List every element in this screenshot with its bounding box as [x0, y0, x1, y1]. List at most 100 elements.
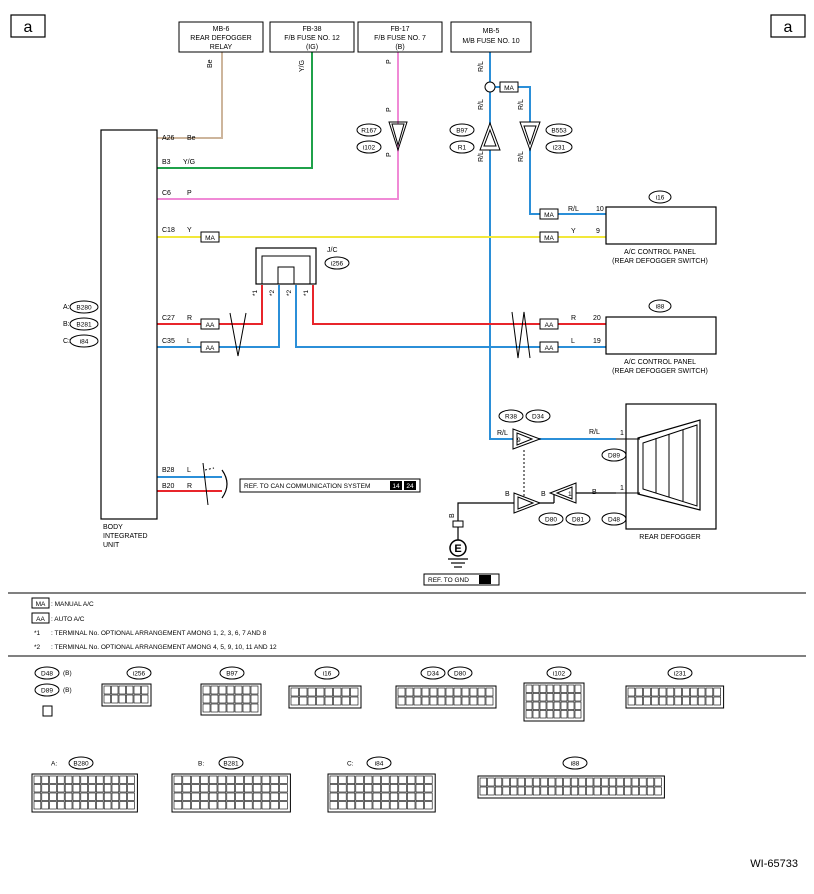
- wire-label-y: Y: [187, 227, 192, 234]
- pin-c18: C18: [162, 227, 175, 234]
- oval-i84-text: i84: [80, 339, 89, 346]
- badge-ma-c18: [200, 231, 220, 243]
- fb38-line2: F/B FUSE NO. 12: [284, 35, 340, 42]
- twist-symbol-right: [511, 311, 531, 359]
- oval-i102-text: i102: [363, 145, 376, 152]
- ref-can-box: [239, 478, 421, 493]
- connector-b97-inner: [483, 128, 497, 147]
- face-grid-b97: [200, 683, 262, 716]
- wire-label-rl-top: R/L: [478, 61, 485, 72]
- body-integrated-unit: [100, 129, 158, 520]
- face-grid-i16: [288, 685, 362, 709]
- pin-c35: C35: [162, 338, 175, 345]
- unit-prefix-b: B:: [63, 321, 70, 328]
- badge-aa-l: [539, 341, 559, 353]
- face-oval-d48: [34, 666, 60, 680]
- pin-9: 9: [596, 228, 600, 235]
- badge-aa-c27: [200, 318, 220, 330]
- face-oval-d89: [34, 683, 60, 697]
- oval-d81: [565, 512, 591, 526]
- pin-b28: B28: [162, 467, 175, 474]
- unit-prefix-a: A:: [63, 304, 70, 311]
- wire-label-p-top: P: [386, 59, 393, 64]
- face-oval-i256: [126, 666, 152, 680]
- star-2-right: *2: [286, 289, 293, 296]
- badge-ma-rl-text: MA: [544, 212, 554, 219]
- face-oval-i231: [667, 666, 693, 680]
- face-single-pin: [42, 705, 53, 717]
- ac-panel-1-line2: (REAR DEFOGGER SWITCH): [612, 258, 708, 265]
- oval-i16: [648, 190, 672, 204]
- pin-19: 19: [593, 338, 601, 345]
- pin-a26: A26: [162, 135, 175, 142]
- face-oval-i231-text: i231: [674, 671, 687, 678]
- oval-i256: [324, 256, 350, 270]
- face-prefix-1: B:: [198, 761, 204, 768]
- oval-r38-text: R38: [505, 414, 517, 421]
- ac-panel-1-line1: A/C CONTROL PANEL: [624, 249, 696, 256]
- face-oval-i102: [546, 666, 572, 680]
- wire-label-l: L: [187, 338, 191, 345]
- body-unit-line1: BODY: [103, 524, 123, 531]
- ref-gnd-text: REF. TO GND: [428, 577, 469, 584]
- figure-id: WI-65733: [750, 858, 798, 870]
- face-oval-d89-text: D89: [41, 688, 53, 695]
- body-unit-line2: INTEGRATED: [103, 533, 148, 540]
- badge-ma-top-text: MA: [504, 85, 514, 92]
- oval-i231: [545, 140, 573, 154]
- oval-i16-text: i16: [656, 195, 665, 202]
- wire-label-yg: Y/G: [183, 159, 195, 166]
- face-oval-d48-text: D48: [41, 671, 53, 678]
- ref-can-page-2: 24: [406, 483, 414, 490]
- face-grid-i88: [477, 775, 665, 799]
- face-d89-b: (B): [63, 687, 72, 694]
- fb17-line2: F/B FUSE NO. 7: [374, 35, 426, 42]
- wire-red-panel: [312, 285, 606, 325]
- face-oval-d34: [420, 666, 446, 680]
- face-grid-i102: [523, 682, 585, 722]
- wire-blue-rl-main: [489, 52, 616, 440]
- ac-control-panel-manual: [605, 206, 717, 245]
- oval-i88: [648, 299, 672, 313]
- pin-b3: B3: [162, 159, 171, 166]
- face-prefix-2: C:: [347, 761, 354, 768]
- twist-symbol-left: [229, 312, 247, 357]
- wire-black-ground: [457, 502, 554, 527]
- face-prefix-0: A:: [51, 761, 57, 768]
- legend-aa-text: : AUTO A/C: [51, 616, 85, 623]
- wire-blue-c35: [157, 285, 280, 348]
- fb38-line1: FB-38: [302, 26, 321, 33]
- face-oval-d34-text: D34: [427, 671, 439, 678]
- face-grid-i84: [327, 773, 436, 813]
- oval-d89-text: D89: [608, 453, 620, 460]
- mb5-line1: MB-5: [483, 28, 500, 35]
- ref-can-page-1-bg: [390, 481, 402, 490]
- wire-label-b-3: B: [592, 489, 597, 496]
- pin-1b: 1: [620, 485, 624, 492]
- ground-terminal: [452, 520, 464, 528]
- body-unit-line3: UNIT: [103, 542, 120, 549]
- defogger-grid-outline: [637, 419, 701, 511]
- wire-label-r: R: [187, 315, 192, 322]
- fb17-line1: FB-17: [390, 26, 409, 33]
- rear-defogger: [625, 403, 717, 530]
- oval-i231-text: i231: [553, 145, 566, 152]
- legend-aa-key: AA: [36, 616, 45, 623]
- face-oval-b280-text: B280: [73, 761, 89, 768]
- wire-label-rl-junction: R/L: [497, 430, 508, 437]
- oval-r1-text: R1: [458, 145, 467, 152]
- oval-b281-text: B281: [76, 322, 92, 329]
- connector-r38-inner: [516, 432, 534, 446]
- face-oval-d80-text: D80: [454, 671, 466, 678]
- connector-d81-inner: [555, 486, 573, 500]
- face-oval-b280: [68, 756, 94, 770]
- wire-label-rl-low: R/L: [478, 151, 485, 162]
- wire-label-rl-defogger: R/L: [589, 429, 600, 436]
- ground-symbol-circle: [449, 539, 467, 557]
- connector-pink-outer: [388, 121, 408, 152]
- oval-b97-text: B97: [456, 128, 468, 135]
- mb5-line2: M/B FUSE NO. 10: [462, 38, 519, 45]
- can-twist-line: [202, 462, 209, 506]
